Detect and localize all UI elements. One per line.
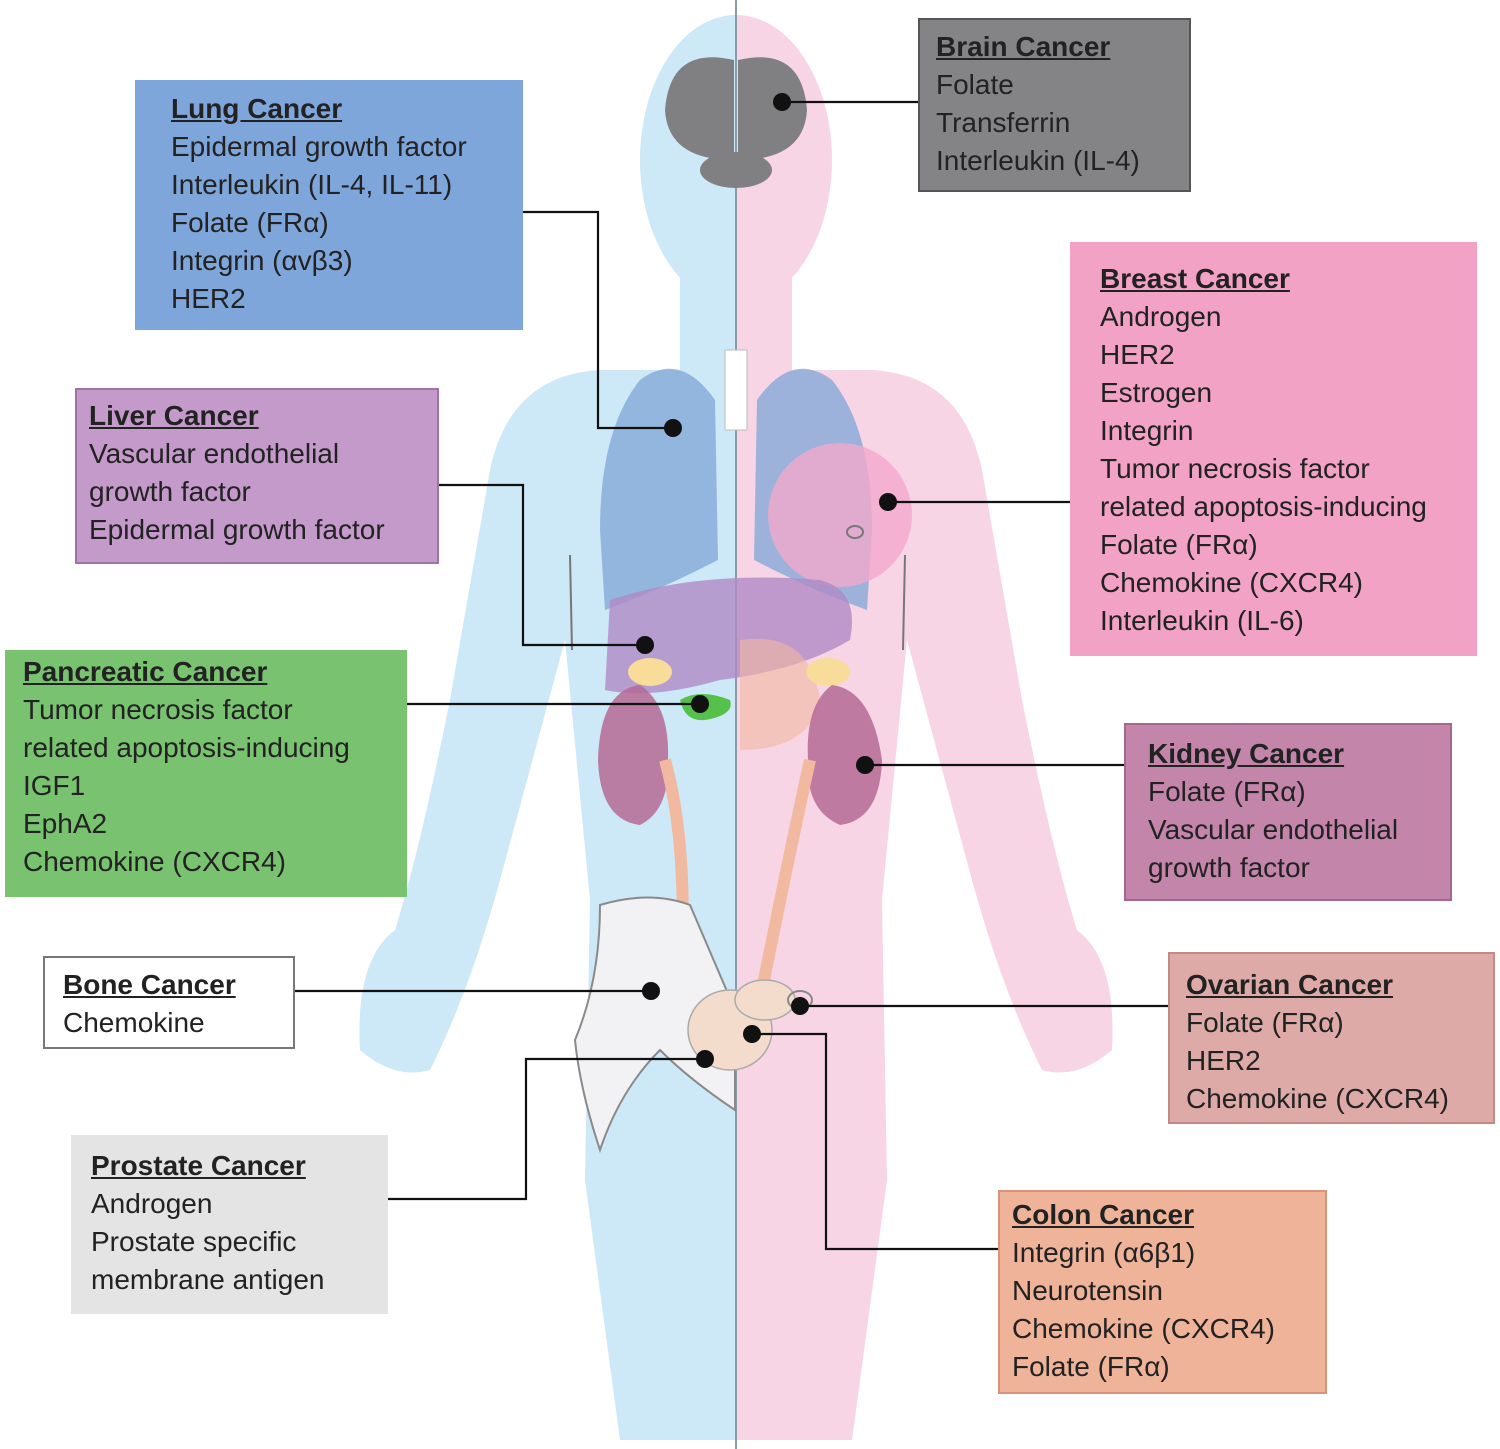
box-item: Prostate specific (91, 1226, 297, 1257)
brain-left-hemisphere (665, 57, 734, 160)
dot-breast (879, 493, 897, 511)
box-item: Chemokine (CXCR4) (1012, 1313, 1275, 1344)
box-item: Folate (936, 69, 1014, 100)
connector-lung (523, 210, 673, 430)
left-arm-crease (569, 554, 573, 651)
box-item: Chemokine (CXCR4) (1100, 567, 1363, 598)
box-item: Folate (FRα) (1100, 529, 1258, 560)
box-item: Vascular endothelial (89, 438, 340, 469)
organs (573, 57, 912, 1154)
connector-colon (752, 1032, 998, 1251)
left-kidney (598, 685, 669, 825)
body-silhouette (359, 0, 1113, 1449)
box-item: Folate (FRα) (1148, 776, 1306, 807)
colon-cancer-box: Colon Cancer Integrin (α6β1) Neurotensin… (998, 1190, 1327, 1394)
left-adrenal (628, 658, 672, 686)
box-item: Tumor necrosis factor (23, 694, 293, 725)
box-item: HER2 (1100, 339, 1175, 370)
dot-prostate (696, 1050, 714, 1068)
dot-bone (642, 982, 660, 1000)
box-item: Androgen (1100, 301, 1222, 332)
box-title: Brain Cancer (936, 31, 1111, 62)
connector-liver (438, 483, 645, 647)
prostate-cancer-box: Prostate Cancer Androgen Prostate specif… (71, 1135, 388, 1314)
box-item: EphA2 (23, 808, 108, 839)
box-item: Integrin (1100, 415, 1194, 446)
box-item: Epidermal growth factor (89, 514, 385, 545)
box-item: HER2 (171, 283, 246, 314)
brain-cancer-box: Brain Cancer Folate Transferrin Interleu… (918, 18, 1191, 192)
pancreatic-cancer-box: Pancreatic Cancer Tumor necrosis factor … (5, 650, 407, 897)
dot-liver (636, 636, 654, 654)
pelvis (573, 896, 736, 1154)
breast (768, 443, 912, 587)
box-title: Ovarian Cancer (1186, 969, 1393, 1000)
box-item: Epidermal growth factor (171, 131, 467, 162)
right-adrenal (806, 658, 850, 686)
box-item: related apoptosis-inducing (23, 732, 350, 763)
box-item: Chemokine (CXCR4) (1186, 1083, 1449, 1114)
box-title: Lung Cancer (171, 93, 343, 124)
box-item: IGF1 (23, 770, 86, 801)
ovarian-cancer-box: Ovarian Cancer Folate (FRα) HER2 Chemoki… (1168, 952, 1495, 1124)
box-item: Folate (FRα) (171, 207, 329, 238)
box-item: Chemokine (63, 1007, 205, 1038)
box-title: Bone Cancer (63, 969, 236, 1000)
dot-lung (664, 419, 682, 437)
box-item: Integrin (αvβ3) (171, 245, 353, 276)
bone-cancer-box: Bone Cancer Chemokine (43, 956, 295, 1049)
cerebellum (700, 152, 772, 188)
liver-cancer-box: Liver Cancer Vascular endothelial growth… (75, 388, 439, 564)
uterus (734, 979, 796, 1021)
box-item: HER2 (1186, 1045, 1261, 1076)
breast-cancer-box: Breast Cancer Androgen HER2 Estrogen Int… (1070, 242, 1477, 656)
connectors (295, 100, 1168, 1251)
connector-prostate (388, 1057, 705, 1201)
box-item: Interleukin (IL-6) (1100, 605, 1304, 636)
box-title: Kidney Cancer (1148, 738, 1345, 769)
nipple (846, 525, 864, 539)
box-item: growth factor (89, 476, 251, 507)
stomach (740, 638, 820, 750)
box-title: Prostate Cancer (91, 1150, 306, 1181)
dot-ovarian (791, 997, 809, 1015)
trachea (724, 349, 748, 431)
box-title: Pancreatic Cancer (23, 656, 268, 687)
box-item: Neurotensin (1012, 1275, 1163, 1306)
box-item: Chemokine (CXCR4) (23, 846, 286, 877)
dot-brain (773, 93, 791, 111)
dot-kidney (856, 756, 874, 774)
box-item: Transferrin (936, 107, 1071, 138)
box-item: Folate (FRα) (1012, 1351, 1170, 1382)
box-item: Tumor necrosis factor (1100, 453, 1370, 484)
brain-right-hemisphere (738, 57, 807, 160)
box-item: Estrogen (1100, 377, 1213, 408)
box-item: growth factor (1148, 852, 1310, 883)
box-item: Vascular endothelial (1148, 814, 1399, 845)
dot-pancreatic (691, 695, 709, 713)
box-item: Interleukin (IL-4) (936, 145, 1140, 176)
box-item: Androgen (91, 1188, 213, 1219)
box-item: Interleukin (IL-4, IL-11) (171, 169, 453, 200)
box-item: related apoptosis-inducing (1100, 491, 1427, 522)
lung-cancer-box: Lung Cancer Epidermal growth factor Inte… (135, 80, 523, 330)
anchor-dots (636, 93, 897, 1068)
box-item: membrane antigen (91, 1264, 325, 1295)
right-arm-crease (902, 554, 906, 651)
right-ureter (754, 758, 816, 1002)
box-item: Integrin (α6β1) (1012, 1237, 1196, 1268)
box-title: Liver Cancer (89, 400, 259, 431)
box-item: Folate (FRα) (1186, 1007, 1344, 1038)
dot-colon (743, 1025, 761, 1043)
box-title: Colon Cancer (1012, 1199, 1195, 1230)
box-title: Breast Cancer (1100, 263, 1290, 294)
kidney-cancer-box: Kidney Cancer Folate (FRα) Vascular endo… (1124, 723, 1452, 901)
right-kidney (807, 685, 882, 825)
